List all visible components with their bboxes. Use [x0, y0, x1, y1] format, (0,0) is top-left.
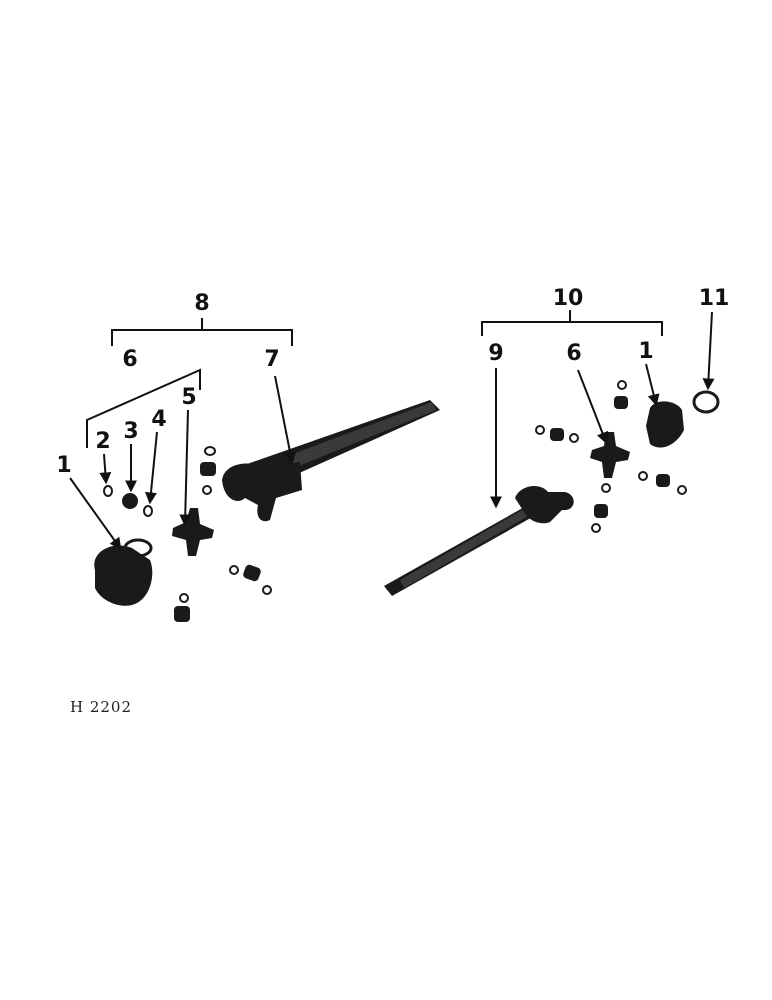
callout-3: 3 [123, 419, 138, 444]
leader-1-left [69, 477, 122, 550]
leader-6-right [577, 369, 609, 445]
bearing-cups-right [535, 380, 687, 533]
seal-part-2 [103, 485, 113, 497]
bracket-6-left [86, 368, 201, 448]
callout-2: 2 [95, 429, 110, 454]
shaft-yoke-part-9 [384, 486, 574, 596]
snap-ring-part-4 [143, 505, 153, 517]
callout-7: 7 [264, 347, 279, 372]
bearing-cups-left [174, 446, 272, 622]
bracket-8 [111, 318, 293, 346]
callout-5: 5 [181, 385, 196, 410]
callout-9: 9 [488, 341, 503, 366]
callout-1-left: 1 [56, 453, 71, 478]
callout-6-left: 6 [122, 347, 137, 372]
yoke-part-1-left [94, 538, 153, 606]
bracket-10 [481, 310, 663, 336]
leader-5 [179, 409, 192, 527]
figure-id: H 2202 [70, 698, 132, 716]
cross-spider-part-5 [172, 508, 214, 556]
bearing-cup-part-3 [122, 493, 138, 509]
ring-part-11 [692, 390, 720, 414]
shaft-yoke-part-7 [222, 400, 440, 522]
yoke-part-1-right [646, 401, 684, 448]
leader-7 [274, 375, 297, 465]
callout-1-right: 1 [638, 339, 653, 364]
leader-1-right [645, 363, 660, 407]
leader-11 [702, 311, 715, 391]
leader-2 [99, 453, 112, 485]
callout-10: 10 [553, 286, 584, 311]
callout-11: 11 [699, 286, 730, 311]
callout-4: 4 [151, 407, 166, 432]
cross-spider-part-6-right [590, 432, 630, 478]
callout-8: 8 [194, 291, 209, 316]
callout-6-right: 6 [566, 341, 581, 366]
leader-4 [144, 431, 158, 505]
